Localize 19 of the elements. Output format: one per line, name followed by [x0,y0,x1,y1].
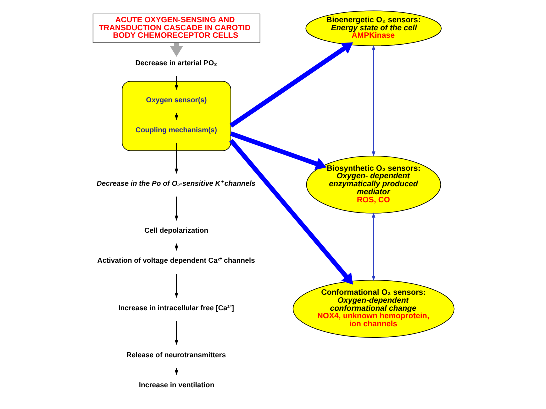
node-text: Coupling mechanism(s) [136,125,218,134]
arrow [174,274,179,298]
arrow [230,132,327,170]
arrow [229,139,354,285]
arrow [174,320,179,346]
node-text: Release of neurotransmitters [126,350,226,360]
arrow [372,45,376,157]
node-text: Cell depolarization [144,226,209,236]
node-text: Activation of voltage dependent Ca²⁺ channels [98,256,256,266]
node-text: Oxygen sensor(s) [146,95,208,104]
node-text: Decrease in the Po of O₂-sensitive K⁺ channels [96,179,256,188]
arrow [230,42,354,128]
cluster [122,81,232,152]
arrow [372,212,376,282]
arrow [174,142,179,174]
node-text: Increase in ventilation [139,380,215,390]
arrow [174,196,179,222]
node-text: Increase in intracellular free [Ca²⁺] [118,303,234,312]
node-text: Decrease in arterial PO₂ [135,58,218,68]
